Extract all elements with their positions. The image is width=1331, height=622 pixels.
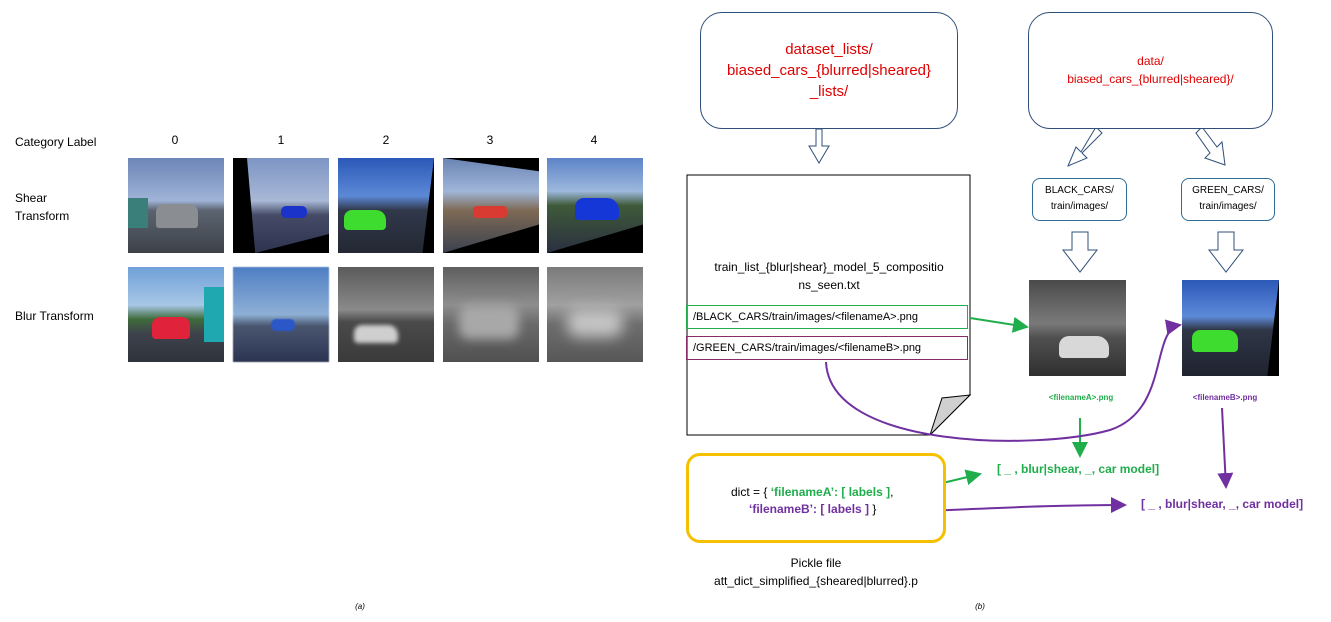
category-2: 2 xyxy=(382,133,390,147)
blur-image-2 xyxy=(338,267,434,362)
shear-image-3 xyxy=(443,158,539,253)
green-car-image xyxy=(1182,280,1279,376)
image-label-b: <filenameB>.png xyxy=(1192,393,1258,402)
list-file-fold xyxy=(929,394,972,436)
black-cars-box: BLACK_CARS/ train/images/ xyxy=(1032,178,1127,221)
dataset-lists-box: dataset_lists/ biased_cars_{blurred|shea… xyxy=(700,12,958,129)
green-arrow-file-to-image xyxy=(969,316,1029,333)
file-line-b: /GREEN_CARS/train/images/<filenameB>.png xyxy=(686,336,968,360)
pickle-filename: att_dict_simplified_{sheared|blurred}.p xyxy=(714,574,918,588)
dict-key-a: ‘filenameA’: [ labels ] xyxy=(770,485,891,499)
dict-prefix: dict = { xyxy=(731,485,771,499)
file-line-a-text: /BLACK_CARS/train/images/<filenameA>.png xyxy=(693,311,919,323)
green-cars-text: GREEN_CARS/ train/images/ xyxy=(1192,185,1264,212)
shear-image-4 xyxy=(547,158,643,253)
file-line-b-text: /GREEN_CARS/train/images/<filenameB>.png xyxy=(693,342,922,354)
blur-image-0 xyxy=(128,267,224,362)
labels-a: [ _ , blur|shear, _, car model] xyxy=(997,462,1160,476)
black-car-image xyxy=(1029,280,1126,376)
purple-arrow-image-to-labels xyxy=(1217,407,1234,489)
caption-b: (b) xyxy=(975,602,985,611)
shear-image-1 xyxy=(233,158,329,253)
category-0: 0 xyxy=(171,133,179,147)
data-folder-box: data/ biased_cars_{blurred|sheared}/ xyxy=(1028,12,1273,129)
dict-comma: , xyxy=(890,485,894,499)
row-label-blur: Blur Transform xyxy=(15,309,94,323)
blur-image-4 xyxy=(547,267,643,362)
labels-b: [ _ , blur|shear, _, car model] xyxy=(1141,497,1304,511)
caption-a: (a) xyxy=(355,602,365,611)
image-label-a: <filenameA>.png xyxy=(1048,393,1114,402)
dict-line-1: dict = { ‘filenameA’: [ labels ], xyxy=(731,485,893,499)
category-label-header: Category Label xyxy=(15,135,97,149)
list-file-title: train_list_{blur|shear}_model_5_composit… xyxy=(714,260,944,292)
file-line-a: /BLACK_CARS/train/images/<filenameA>.png xyxy=(686,305,968,329)
shear-image-0 xyxy=(128,158,224,253)
dict-key-b: ‘filenameB’: [ labels ] xyxy=(749,502,870,516)
category-3: 3 xyxy=(486,133,494,147)
pickle-title: Pickle file xyxy=(790,556,842,570)
dataset-lists-text: dataset_lists/ biased_cars_{blurred|shea… xyxy=(726,41,932,100)
black-cars-text: BLACK_CARS/ train/images/ xyxy=(1045,185,1114,212)
green-cars-box: GREEN_CARS/ train/images/ xyxy=(1181,178,1275,221)
down-arrow-green-image xyxy=(1207,231,1245,273)
shear-image-2 xyxy=(338,158,434,253)
category-4: 4 xyxy=(590,133,598,147)
pickle-dict-box: dict = { ‘filenameA’: [ labels ], ‘filen… xyxy=(686,453,946,543)
down-arrow-black xyxy=(1067,126,1103,167)
down-arrow-dataset xyxy=(808,128,830,164)
row-label-shear: Shear Transform xyxy=(15,191,70,223)
purple-arrow-file-to-image xyxy=(825,319,1182,442)
dict-suffix: } xyxy=(869,502,877,516)
blur-image-1 xyxy=(233,267,329,362)
data-folder-text: data/ biased_cars_{blurred|sheared}/ xyxy=(1067,54,1234,86)
down-arrow-black-image xyxy=(1061,231,1099,273)
down-arrow-green xyxy=(1195,126,1226,166)
category-1: 1 xyxy=(277,133,285,147)
dict-line-2: ‘filenameB’: [ labels ] } xyxy=(749,502,876,516)
blur-image-3 xyxy=(443,267,539,362)
